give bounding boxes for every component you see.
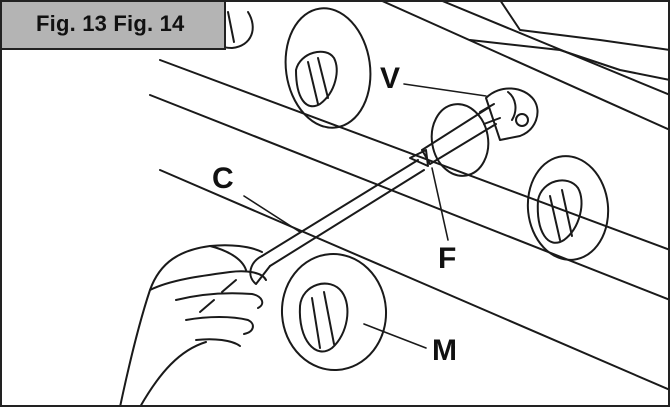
knob-bottom: [280, 253, 388, 371]
leader-v: [403, 83, 487, 97]
leader-f: [431, 167, 449, 241]
knob-top-center: [284, 7, 372, 129]
knob-right: [526, 155, 610, 261]
label-m: M: [432, 334, 457, 367]
label-f: F: [438, 242, 457, 275]
label-v: V: [380, 62, 401, 95]
hand: [119, 244, 267, 407]
leader-c: [243, 195, 301, 233]
screwdriver: [249, 149, 429, 285]
valve-spindle: [421, 87, 539, 177]
leader-lines: [243, 83, 487, 349]
figure-caption: Fig. 13 Fig. 14: [0, 0, 226, 50]
label-c: C: [212, 162, 234, 195]
leader-m: [363, 323, 427, 349]
panel-outline: [149, 0, 670, 391]
